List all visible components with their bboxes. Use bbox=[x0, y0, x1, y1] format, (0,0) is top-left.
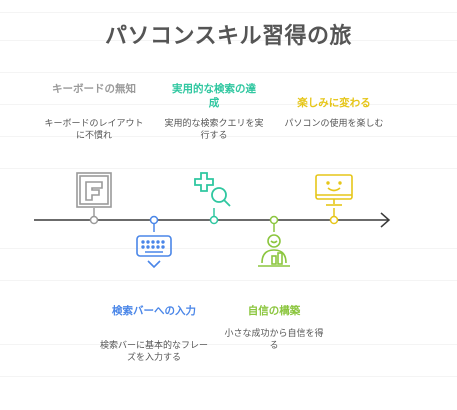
background-rule bbox=[0, 12, 457, 13]
step-2-title: 検索バーへの入力 bbox=[112, 305, 196, 317]
background-rule bbox=[0, 136, 457, 137]
timeline-node-2 bbox=[149, 215, 159, 225]
search-plus-icon bbox=[194, 172, 231, 207]
timeline-node-4 bbox=[269, 215, 279, 225]
background-rule bbox=[0, 376, 457, 377]
background-rule bbox=[0, 104, 457, 105]
timeline-node-1 bbox=[89, 215, 99, 225]
timeline-node-3 bbox=[209, 215, 219, 225]
background-rule bbox=[0, 248, 457, 249]
background-rule bbox=[0, 72, 457, 73]
step-5-title: 楽しみに変わる bbox=[297, 97, 371, 109]
step-5-description: パソコンの使用を楽しむ bbox=[284, 119, 384, 129]
step-3-description: 実用的な検索クエリを実行する bbox=[164, 119, 264, 141]
background-rule bbox=[0, 344, 457, 345]
step-4-description: 小さな成功から自信を得る bbox=[224, 329, 324, 351]
step-2-description: 検索バーに基本的なフレーズを入力する bbox=[99, 341, 208, 363]
page-title: パソコンスキル習得の旅 bbox=[104, 24, 353, 49]
step-1-title: キーボードの無知 bbox=[52, 83, 136, 95]
background-rule bbox=[0, 280, 457, 281]
background-rule bbox=[0, 40, 457, 41]
step-1-description: キーボードのレイアウトに不慣れ bbox=[44, 119, 144, 141]
timeline-node-5 bbox=[329, 215, 339, 225]
timeline-arrowhead bbox=[380, 212, 391, 228]
background-rule bbox=[0, 168, 457, 169]
keyboard-layout-icon bbox=[76, 172, 112, 208]
smiling-monitor-icon bbox=[315, 174, 353, 206]
step-4-title: 自信の構築 bbox=[247, 305, 301, 317]
keyboard-input-icon bbox=[136, 235, 172, 269]
user-growth-icon bbox=[258, 234, 290, 267]
step-3-title: 実用的な検索の達成 bbox=[172, 83, 256, 109]
